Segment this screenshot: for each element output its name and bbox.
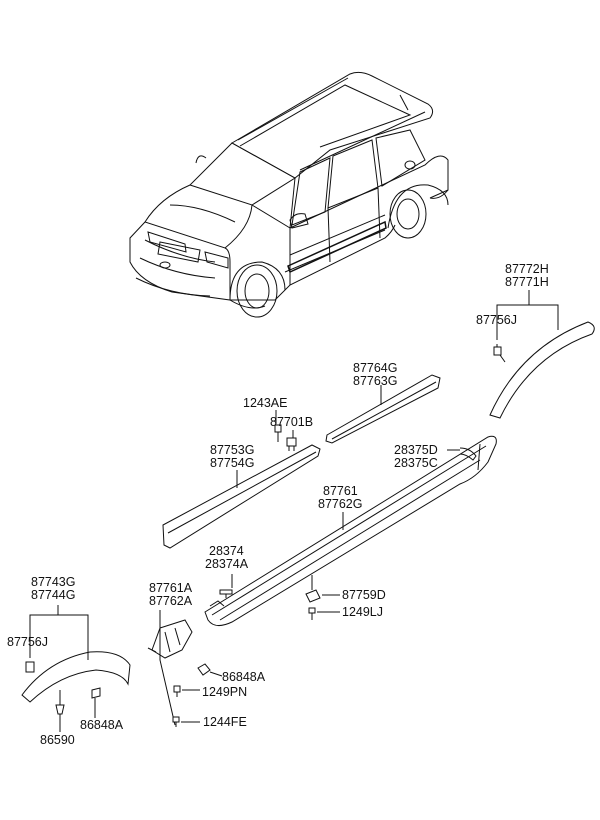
label-86590: 86590 — [40, 733, 75, 747]
nut-86848a-front — [91, 687, 101, 699]
lower-door-molding — [162, 444, 321, 549]
sill-end-piece — [147, 619, 193, 659]
label-87771h: 87771H — [505, 275, 549, 289]
screw-1249lj — [308, 607, 316, 620]
label-87759d: 87759D — [342, 588, 386, 602]
label-28375c: 28375C — [394, 456, 438, 470]
nut-86848a — [197, 663, 211, 676]
label-28375d: 28375D — [394, 443, 438, 457]
label-87744g: 87744G — [31, 588, 76, 602]
label-1249pn: 1249PN — [202, 685, 248, 699]
label-87762a: 87762A — [149, 594, 193, 608]
label-87772h: 87772H — [505, 262, 549, 276]
label-86848a-front: 86848A — [80, 718, 124, 732]
front-arch-molding — [21, 651, 131, 703]
label-87761: 87761 — [323, 484, 358, 498]
clip-87701b — [286, 437, 297, 451]
mount-28374 — [219, 589, 233, 598]
label-87764g: 87764G — [353, 361, 398, 375]
label-87754g: 87754G — [210, 456, 255, 470]
rear-arch-molding — [489, 321, 595, 419]
upper-door-molding — [325, 374, 441, 444]
label-87756j-rear: 87756J — [476, 313, 518, 327]
label-87743g: 87743G — [31, 575, 76, 589]
grommet-86590 — [55, 690, 65, 715]
label-1249lj: 1249LJ — [342, 605, 384, 619]
front-arch-clip — [25, 661, 35, 673]
screw-1244fe — [172, 716, 180, 727]
bracket-28375 — [459, 447, 477, 461]
rear-arch-clip — [493, 344, 502, 356]
vehicle-illustration — [129, 71, 449, 318]
screw-1243ae — [274, 424, 282, 442]
label-87756j-front: 87756J — [7, 635, 49, 649]
sill-molding — [204, 435, 497, 626]
label-87763g: 87763G — [353, 374, 398, 388]
label-1244fe: 1244FE — [203, 715, 247, 729]
label-87761a: 87761A — [149, 581, 193, 595]
clip-87759d — [305, 589, 321, 603]
label-28374a: 28374A — [205, 557, 249, 571]
label-87762g: 87762G — [318, 497, 363, 511]
label-86848a: 86848A — [222, 670, 266, 684]
screw-1249pn — [173, 685, 181, 697]
label-87753g: 87753G — [210, 443, 255, 457]
label-1243ae: 1243AE — [243, 396, 288, 410]
label-28374: 28374 — [209, 544, 244, 558]
label-87701b: 87701B — [270, 415, 314, 429]
